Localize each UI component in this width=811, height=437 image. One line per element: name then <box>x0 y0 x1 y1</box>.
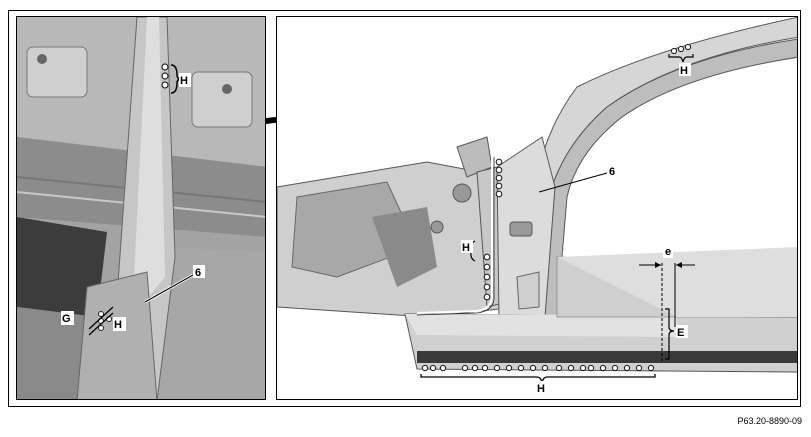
label-H-lower: H <box>114 319 122 331</box>
weld-spots-upper <box>161 63 169 89</box>
label-G: G <box>62 313 71 325</box>
weld-spots-roof <box>670 43 692 55</box>
label-6-main: 6 <box>609 166 615 178</box>
weld-spots-pillar <box>483 158 503 301</box>
label-H-pillar: H <box>462 242 470 254</box>
main-illustration: H H H 6 e E <box>277 17 797 395</box>
detail-view-panel: H 6 G H <box>16 16 266 400</box>
detail-illustration: H 6 G H <box>17 17 265 399</box>
label-H-bottom: H <box>537 383 545 395</box>
main-view-panel: H H H 6 e E <box>276 16 798 400</box>
label-e: e <box>665 246 671 258</box>
label-H-top: H <box>680 65 688 77</box>
label-E: E <box>677 327 684 339</box>
document-reference: P63.20-8890-09 <box>737 416 802 426</box>
weld-spots-rocker <box>421 364 655 372</box>
label-6-detail: 6 <box>195 267 201 279</box>
label-H-upper: H <box>180 75 188 87</box>
